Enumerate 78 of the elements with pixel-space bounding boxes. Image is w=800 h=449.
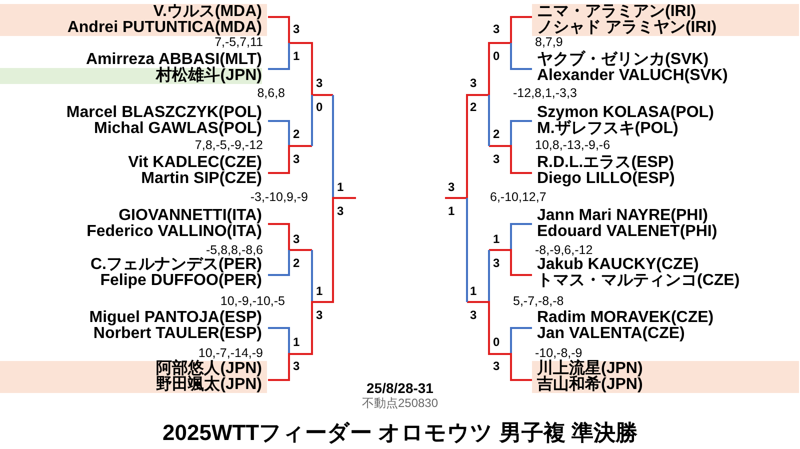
player-name: Vit KADLEC(CZE): [127, 155, 262, 171]
game-scores: -5,8,8,-8,6: [206, 244, 263, 257]
player-name: Andrei PUTUNTICA(MDA): [66, 20, 262, 36]
set-score: 3: [316, 77, 323, 89]
set-score: 1: [493, 233, 500, 245]
player-name: Norbert TAULER(ESP): [93, 326, 262, 342]
player-name: GIOVANNETTI(ITA): [118, 208, 262, 224]
game-scores: -12,8,1,-3,3: [513, 87, 577, 100]
player-name: Amirreza ABBASI(MLT): [84, 52, 262, 68]
set-score: 3: [470, 77, 477, 89]
set-score: 3: [293, 23, 300, 35]
set-score: 3: [293, 360, 300, 372]
player-name: Michal GAWLAS(POL): [93, 121, 262, 137]
player-name: Edouard VALENET(PHI): [537, 224, 718, 240]
player-name: 阿部悠人(JPN): [155, 361, 262, 377]
player-name: M.ザレフスキ(POL): [537, 121, 678, 137]
player-name: ニマ・アラミアン(IRI): [537, 4, 698, 20]
set-score: 2: [293, 128, 300, 140]
set-score: 1: [293, 50, 300, 62]
player-name: Diego LILLO(ESP): [537, 171, 676, 187]
game-scores: 7,-5,7,11: [214, 36, 263, 49]
set-score: 1: [448, 205, 455, 217]
player-name: V.ウルス(MDA): [152, 4, 262, 20]
player-name: C.フェルナンデス(PER): [89, 257, 262, 273]
highlighted-pair: [532, 361, 799, 393]
set-score: 3: [316, 309, 323, 321]
highlighted-pair: [532, 4, 799, 36]
highlighted-pair: [0, 361, 267, 393]
game-scores: 6,-10,12,7: [490, 191, 546, 204]
set-score: 2: [293, 257, 300, 269]
game-scores: 5,-7,-8,-8: [513, 295, 564, 308]
set-score: 3: [293, 233, 300, 245]
player-name: Radim MORAVEK(CZE): [537, 310, 715, 326]
player-name: 野田颯太(JPN): [155, 377, 262, 393]
set-score: 1: [470, 285, 477, 297]
player-name: 吉山和希(JPN): [537, 377, 644, 393]
set-score: 3: [470, 309, 477, 321]
player-name: Jan VALENTA(CZE): [537, 326, 685, 342]
set-score: 0: [316, 101, 323, 113]
game-scores: 10,8,-13,-9,-6: [535, 139, 610, 152]
player-name: Miguel PANTOJA(ESP): [88, 310, 262, 326]
player-name: ノシャド アラミヤン(IRI): [537, 20, 718, 36]
player-name: ヤクブ・ゼリンカ(SVK): [537, 52, 710, 68]
set-score: 3: [493, 257, 500, 269]
player-name: Jakub KAUCKY(CZE): [537, 257, 700, 273]
set-score: 2: [470, 101, 477, 113]
game-scores: 7,8,-5,-9,-12: [194, 139, 263, 152]
set-score: 3: [293, 153, 300, 165]
player-name: Alexander VALUCH(SVK): [537, 68, 729, 84]
set-score: 3: [448, 181, 455, 193]
date-text: 25/8/28-31: [366, 381, 434, 396]
set-score: 0: [493, 50, 500, 62]
title: 2025WTTフィーダー オロモウツ 男子複 準決勝: [162, 420, 638, 446]
note-text: 不動点250830: [362, 397, 438, 410]
set-score: 3: [493, 360, 500, 372]
player-name: 川上流星(JPN): [537, 361, 644, 377]
player-name: Federico VALLINO(ITA): [86, 224, 262, 240]
player-name: 村松雄斗(JPN): [0, 68, 262, 84]
game-scores: 8,6,8: [257, 87, 285, 100]
set-score: 2: [493, 128, 500, 140]
game-scores: 10,-9,-10,-5: [220, 295, 285, 308]
game-scores: -3,-10,9,-9: [250, 191, 308, 204]
set-score: 1: [293, 336, 300, 348]
player-name: Szymon KOLASA(POL): [537, 105, 715, 121]
player-name: Marcel BLASZCZYK(POL): [65, 105, 262, 121]
player-name: Felipe DUFFOO(PER): [99, 273, 262, 289]
set-score: 0: [493, 336, 500, 348]
set-score: 1: [316, 285, 323, 297]
player-name: トマス・マルティンコ(CZE): [537, 273, 741, 289]
game-scores: -8,-9,6,-12: [535, 244, 593, 257]
player-name: R.D.L.エラス(ESP): [537, 155, 675, 171]
highlighted-pair: [0, 4, 267, 36]
set-score: 3: [493, 23, 500, 35]
set-score: 1: [337, 181, 344, 193]
set-score: 3: [493, 153, 500, 165]
set-score: 3: [337, 205, 344, 217]
player-name: Jann Mari NAYRE(PHI): [537, 208, 709, 224]
player-name: Martin SIP(CZE): [140, 171, 262, 187]
